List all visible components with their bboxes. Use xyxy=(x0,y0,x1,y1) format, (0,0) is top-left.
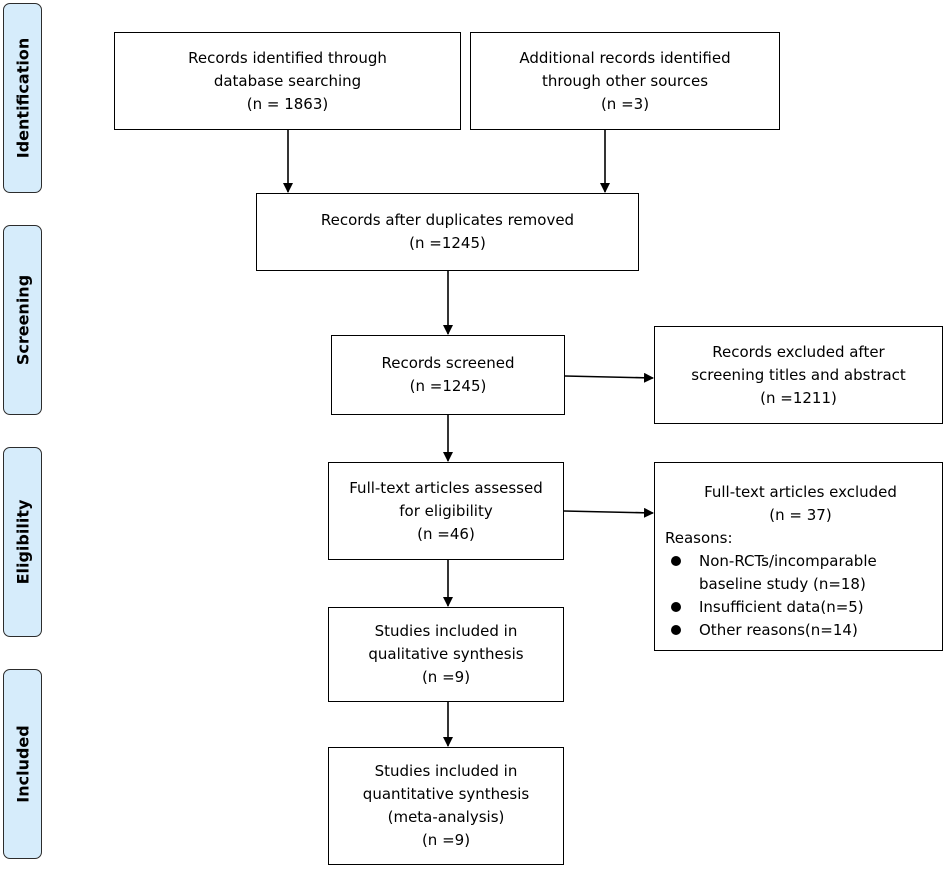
box-qualitative-synthesis: Studies included in qualitative synthesi… xyxy=(328,607,564,702)
reason-line: Non-RCTs/incomparable xyxy=(699,552,877,570)
fulltext-excluded-title: Full-text articles excluded xyxy=(704,483,897,501)
box-line: (n =9) xyxy=(421,831,471,849)
reason-line: baseline study (n=18) xyxy=(699,575,866,593)
list-item: Insufficient data(n=5) xyxy=(665,596,936,619)
reasons-label: Reasons: xyxy=(665,529,733,547)
box-line: screening titles and abstract xyxy=(691,365,906,384)
box-quantitative-synthesis: Studies included in quantitative synthes… xyxy=(328,747,564,865)
reason-line: Other reasons(n=14) xyxy=(699,621,858,639)
phase-identification: Identification xyxy=(3,3,42,193)
box-line: (n =1245) xyxy=(409,377,487,395)
box-line: Records screened xyxy=(381,354,515,372)
box-database-searching: Records identified through database sear… xyxy=(114,32,461,130)
box-line: qualitative synthesis xyxy=(368,645,524,663)
box-line: Records after duplicates removed xyxy=(320,211,575,229)
bullet-icon xyxy=(671,625,681,635)
box-records-screened: Records screened (n =1245) xyxy=(331,335,565,415)
fulltext-excluded-count: (n = 37) xyxy=(769,506,832,524)
box-records-excluded-screening: Records excluded after screening titles … xyxy=(654,326,943,424)
box-additional-records: Additional records identified through ot… xyxy=(470,32,780,130)
box-line: database searching xyxy=(213,71,362,90)
box-line: (n =1245) xyxy=(409,234,486,252)
box-line: Full-text articles assessed xyxy=(349,478,543,497)
box-fulltext-excluded: Full-text articles excluded (n = 37) Rea… xyxy=(654,462,943,651)
box-line: Studies included in xyxy=(374,762,518,780)
box-line: (meta-analysis) xyxy=(387,808,505,826)
box-line: (n =1211) xyxy=(760,388,837,407)
reason-line: Insufficient data(n=5) xyxy=(699,598,864,616)
list-item: Non-RCTs/incomparable baseline study (n=… xyxy=(665,550,936,596)
box-line: through other sources xyxy=(541,71,709,90)
box-line: Records identified through xyxy=(188,48,387,67)
box-line: Records excluded after xyxy=(712,342,885,361)
box-line: Studies included in xyxy=(374,622,518,640)
list-item: Other reasons(n=14) xyxy=(665,619,936,642)
phase-eligibility: Eligibility xyxy=(3,447,42,637)
box-line: (n = 1863) xyxy=(246,94,329,113)
box-line: quantitative synthesis xyxy=(362,785,530,803)
box-duplicates-removed: Records after duplicates removed (n =124… xyxy=(256,193,639,271)
phase-screening: Screening xyxy=(3,225,42,415)
box-line: for eligibility xyxy=(399,501,493,520)
box-line: (n =46) xyxy=(417,524,475,543)
bullet-icon xyxy=(671,602,681,612)
box-line: (n =3) xyxy=(600,94,650,113)
phase-included: Included xyxy=(3,669,42,859)
reasons-list: Non-RCTs/incomparable baseline study (n=… xyxy=(665,550,936,642)
arrow-fulltext-to-excluded xyxy=(563,507,654,518)
box-line: Additional records identified xyxy=(519,48,731,67)
box-fulltext-assessed: Full-text articles assessed for eligibil… xyxy=(328,462,564,560)
box-line: (n =9) xyxy=(421,668,471,686)
bullet-icon xyxy=(671,556,681,566)
arrow-screened-to-excluded xyxy=(564,372,654,383)
